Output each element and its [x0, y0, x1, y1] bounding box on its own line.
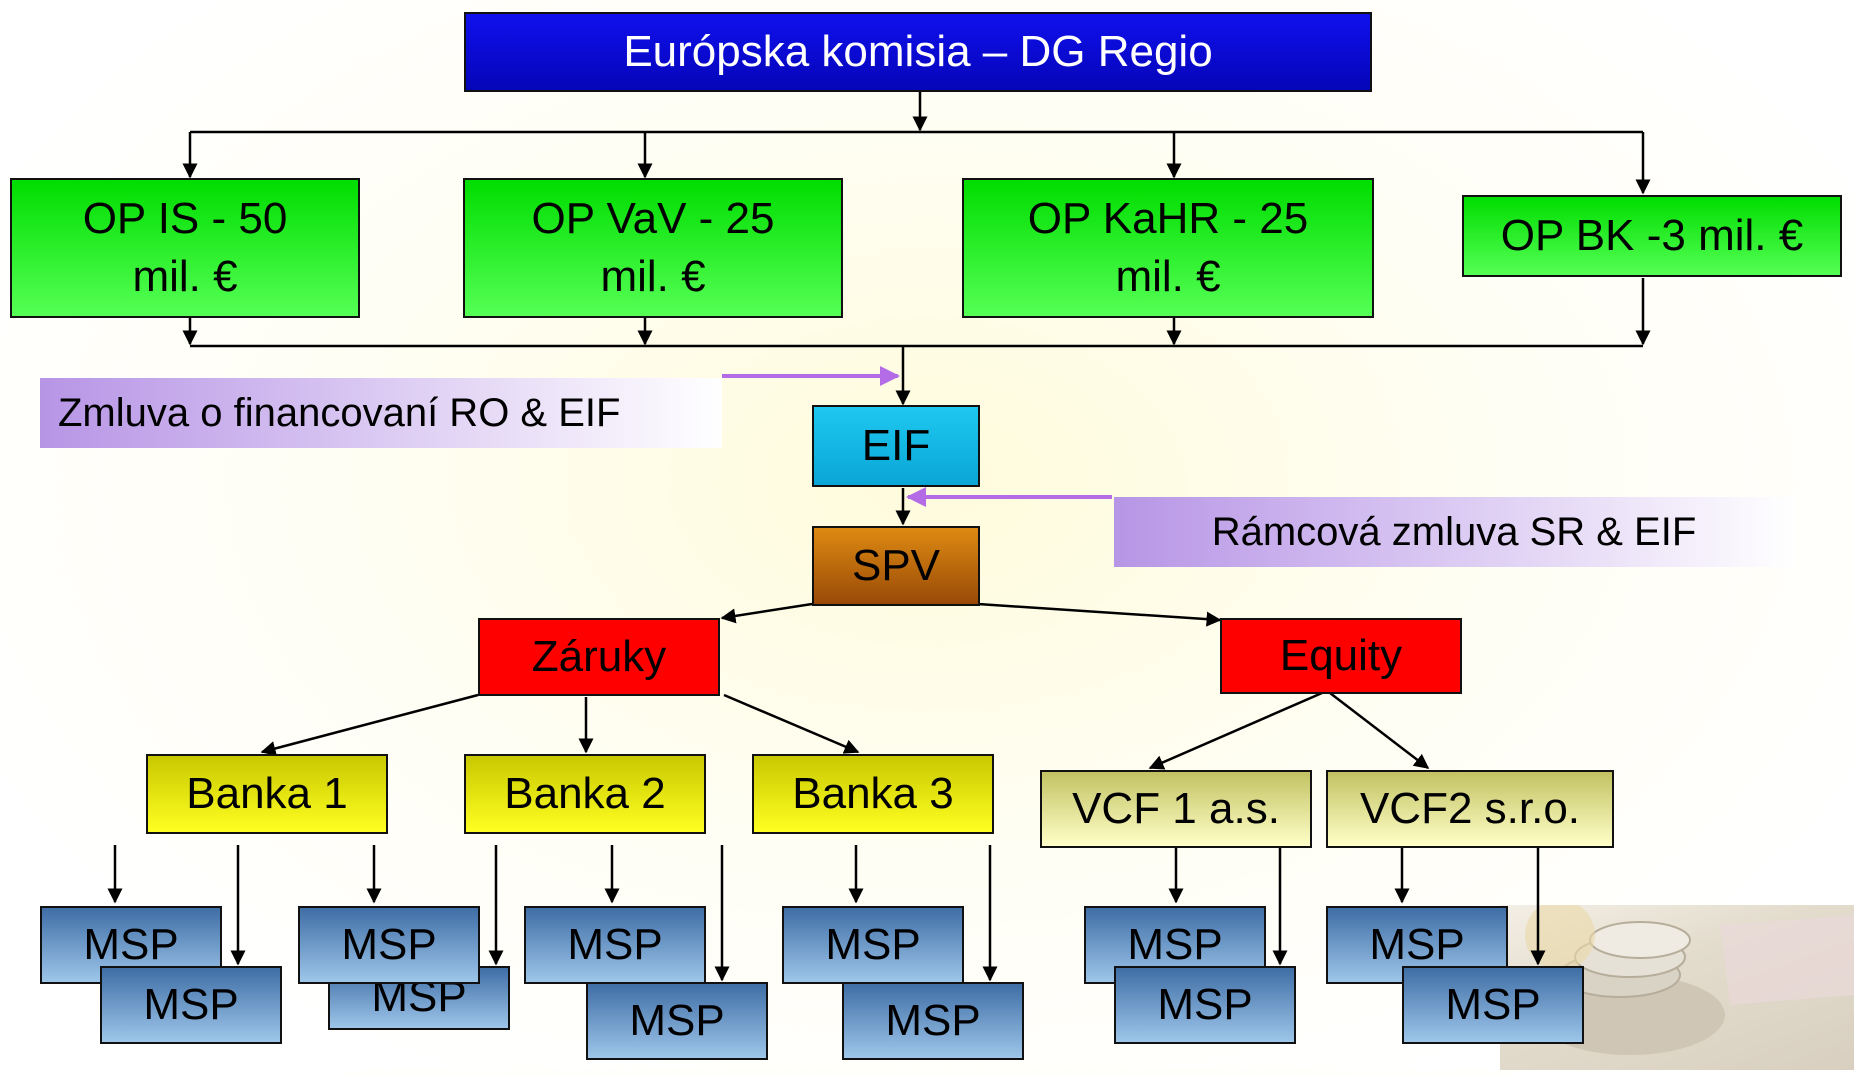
- equity-box: Equity: [1220, 618, 1462, 694]
- program-label-line1: OP KaHR - 25: [1027, 194, 1309, 243]
- contract-note-sr-eif: Rámcová zmluva SR & EIF: [1114, 497, 1794, 567]
- contract-note-ro-eif: Zmluva o financovaní RO & EIF: [40, 378, 722, 448]
- top-box-ec: Európska komisia – DG Regio: [464, 12, 1372, 92]
- bank-label: Banka 3: [792, 769, 954, 818]
- msp-label: MSP: [885, 996, 981, 1045]
- program-box-opkahr: OP KaHR - 25 mil. €: [962, 178, 1374, 318]
- msp-box: MSP: [298, 906, 480, 984]
- program-box-opvav: OP VaV - 25 mil. €: [463, 178, 843, 318]
- eif-box: EIF: [812, 405, 980, 487]
- program-label-line1: OP BK -3 mil. €: [1500, 211, 1804, 260]
- bank-box-1: Banka 1: [146, 754, 388, 834]
- program-label-line2: mil. €: [1115, 252, 1221, 301]
- fund-label: VCF 1 a.s.: [1072, 784, 1280, 833]
- bank-box-2: Banka 2: [464, 754, 706, 834]
- spv-label: SPV: [851, 541, 941, 590]
- spv-box: SPV: [812, 526, 980, 606]
- msp-box: MSP: [1402, 966, 1584, 1044]
- program-box-opis: OP IS - 50 mil. €: [10, 178, 360, 318]
- eif-label: EIF: [861, 421, 931, 470]
- guarantees-label: Záruky: [531, 632, 667, 681]
- contract-label: Zmluva o financovaní RO & EIF: [58, 391, 621, 435]
- fund-box-2: VCF2 s.r.o.: [1326, 770, 1614, 848]
- msp-label: MSP: [341, 920, 437, 969]
- guarantees-box: Záruky: [478, 618, 720, 696]
- msp-box: MSP: [1114, 966, 1296, 1044]
- bank-label: Banka 2: [504, 769, 666, 818]
- msp-label: MSP: [1445, 980, 1541, 1029]
- contract-label: Rámcová zmluva SR & EIF: [1211, 510, 1697, 554]
- program-label-line2: mil. €: [132, 252, 238, 301]
- fund-label: VCF2 s.r.o.: [1359, 784, 1581, 833]
- msp-box: MSP: [100, 966, 282, 1044]
- msp-label: MSP: [1157, 980, 1253, 1029]
- msp-label: MSP: [83, 920, 179, 969]
- msp-label: MSP: [143, 980, 239, 1029]
- msp-box: MSP: [524, 906, 706, 984]
- msp-label: MSP: [1369, 920, 1465, 969]
- msp-label: MSP: [567, 920, 663, 969]
- msp-box: MSP: [842, 982, 1024, 1060]
- program-label-line1: OP VaV - 25: [531, 194, 775, 243]
- program-box-opbk: OP BK -3 mil. €: [1462, 195, 1842, 277]
- msp-label: MSP: [825, 920, 921, 969]
- bank-box-3: Banka 3: [752, 754, 994, 834]
- msp-label: MSP: [1127, 920, 1223, 969]
- msp-label: MSP: [629, 996, 725, 1045]
- program-label-line1: OP IS - 50: [82, 194, 288, 243]
- msp-box: MSP: [586, 982, 768, 1060]
- bank-label: Banka 1: [186, 769, 348, 818]
- top-label: Európska komisia – DG Regio: [623, 27, 1213, 76]
- fund-box-1: VCF 1 a.s.: [1040, 770, 1312, 848]
- equity-label: Equity: [1279, 631, 1403, 680]
- program-label-line2: mil. €: [600, 252, 706, 301]
- msp-box: MSP: [782, 906, 964, 984]
